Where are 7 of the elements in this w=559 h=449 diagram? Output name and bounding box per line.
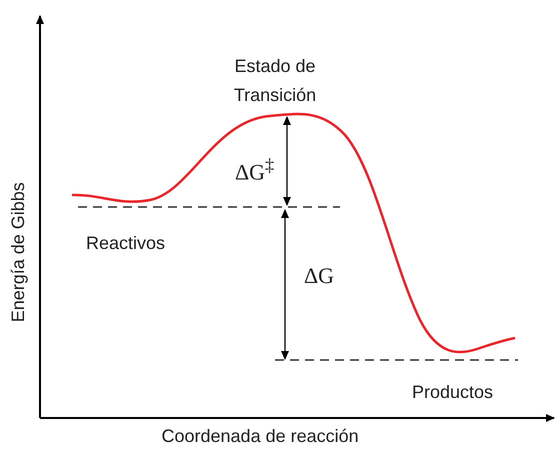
axis-title: Coordenada de reacción — [162, 425, 359, 448]
delta-g-label: ΔG$^{‡}$ — [235, 154, 274, 186]
state-label: Productos — [412, 381, 494, 404]
state-label: Estado de Transición — [232, 55, 318, 107]
state-label: Reactivos — [86, 232, 166, 254]
axis-title: Energía de Gibbs — [6, 182, 29, 322]
delta-g-label: ΔG — [304, 262, 334, 290]
